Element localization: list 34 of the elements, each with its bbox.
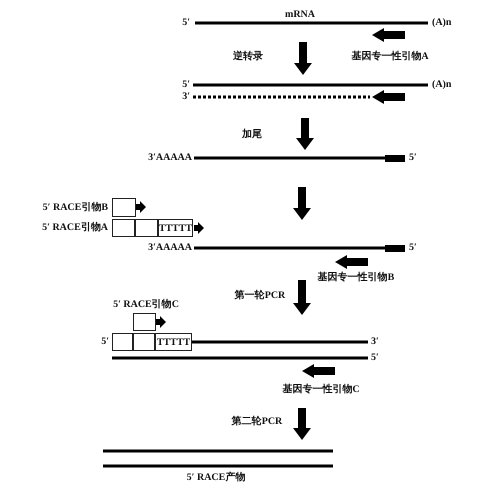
strand-end-label: 5′ <box>182 17 190 29</box>
strand-end-label: (A)n <box>432 17 452 29</box>
sequence-label: 3′AAAAA <box>148 242 192 254</box>
primer-label: 5′ RACE引物C <box>113 299 179 311</box>
step-label: 加尾 <box>242 129 262 141</box>
molecule-label: mRNA <box>285 9 315 21</box>
primer-label: 基因专一性引物B <box>318 272 394 284</box>
adapter-box <box>112 198 136 217</box>
adapter-box <box>155 333 192 351</box>
primer-label: 基因专一性引物C <box>282 384 360 396</box>
adapter-box <box>112 219 135 237</box>
step-label: 第一轮PCR <box>234 290 286 302</box>
strand-end-label: 5′ <box>409 152 417 164</box>
product-label: 5′ RACE产物 <box>186 472 246 484</box>
primer-label: 基因专一性引物A <box>351 51 429 63</box>
primer-label: 5′ RACE引物B <box>42 202 108 214</box>
adapter-box <box>133 333 155 351</box>
adapter-box <box>133 313 156 331</box>
primer-label: 5′ RACE引物A <box>42 222 108 234</box>
strand-end-label: 5′ <box>182 79 190 91</box>
sequence-label: TTTTT <box>156 336 190 348</box>
sequence-label: 3′AAAAA <box>148 152 192 164</box>
step-label: 逆转录 <box>233 51 263 63</box>
strand-end-label: 5′ <box>371 352 379 364</box>
strand-end-label: 3′ <box>371 336 379 348</box>
strand-end-label: 3′ <box>182 91 190 103</box>
adapter-box <box>135 219 158 237</box>
strand-end-label: 5′ <box>101 336 109 348</box>
strand-end-label: (A)n <box>432 79 452 91</box>
adapter-box <box>158 219 193 237</box>
step-label: 第二轮PCR <box>232 416 282 428</box>
sequence-label: TTTTT <box>158 222 192 234</box>
adapter-box <box>112 333 133 351</box>
strand-end-label: 5′ <box>409 242 417 254</box>
